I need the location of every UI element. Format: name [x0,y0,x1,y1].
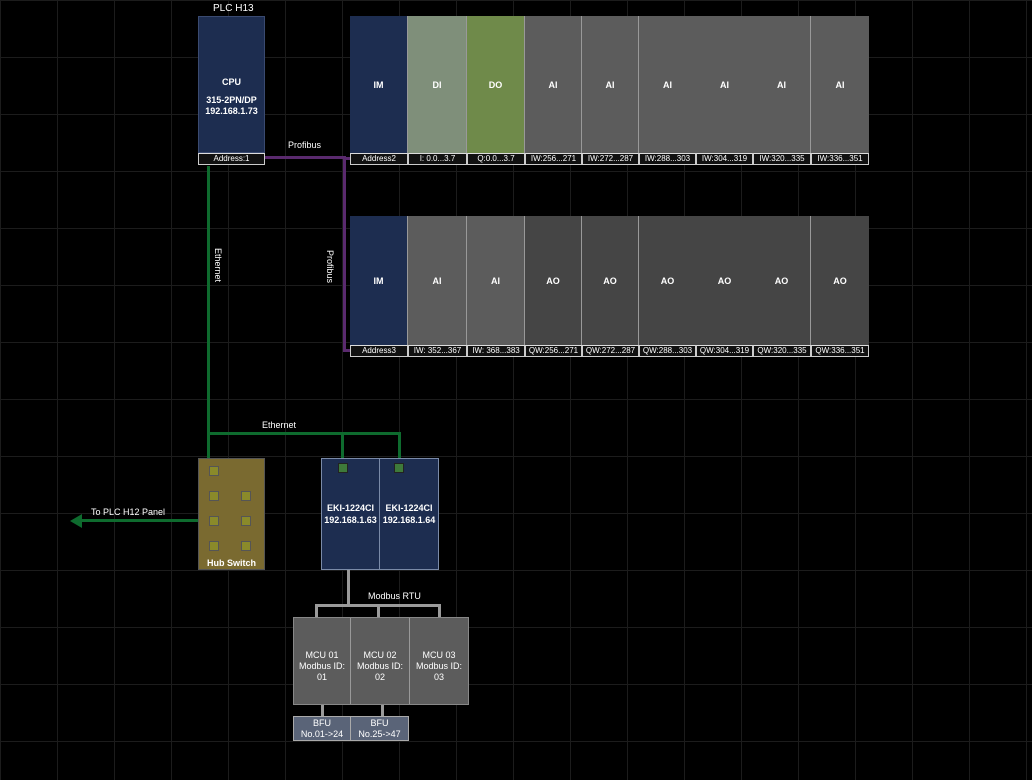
rack1-address-6: IW:304...319 [696,153,753,165]
eki1-model: EKI-1224CI [326,503,375,513]
hub-port-6[interactable] [209,541,219,551]
rack2-module-ao-3[interactable]: AO [639,216,696,345]
rack2-module-ao-1[interactable]: AO [525,216,582,345]
rack1-module-ai-3[interactable]: AI [639,16,696,153]
mcu-01[interactable]: MCU 01 Modbus ID: 01 [294,618,351,704]
rack1-address-4: IW:272...287 [582,153,639,165]
hub-switch[interactable]: Hub Switch [198,458,265,570]
rack2-module-ao-2[interactable]: AO [582,216,639,345]
ethernet-wire-v-main [207,166,210,458]
cpu-module[interactable]: CPU 315-2PN/DP 192.168.1.73 [198,16,265,153]
rack1-address-2: Q:0.0...3.7 [467,153,525,165]
eki1-ip: 192.168.1.63 [324,515,377,525]
modbus-drop-2 [377,604,380,617]
rack-2: IM AI AI AO AO AO AO AO AO [350,216,869,345]
rack2-module-im[interactable]: IM [350,216,408,345]
panel-arrow-line [80,519,198,522]
ethernet-wire-v-eki2 [398,432,401,462]
ethernet-label-bottom: Ethernet [262,420,297,430]
panel-label: To PLC H12 Panel [91,507,166,517]
profibus-wire-h3 [343,349,350,352]
cpu-address: Address:1 [198,153,265,165]
mcu2-name: MCU 02 [363,650,397,660]
eki2-ip: 192.168.1.64 [382,515,436,525]
hub-port-5[interactable] [241,516,251,526]
rack1-module-ai-5[interactable]: AI [753,16,811,153]
mcu-02[interactable]: MCU 02 Modbus ID: 02 [351,618,410,704]
rack2-module-ao-5[interactable]: AO [753,216,811,345]
rack1-address-0: Address2 [350,153,408,165]
rack1-address-7: IW:320...335 [753,153,811,165]
mcu-03[interactable]: MCU 03 Modbus ID: 03 [410,618,468,704]
profibus-label-side: Profibus [325,250,335,284]
rack2-address-8: QW:336...351 [811,345,869,357]
hub-port-1[interactable] [209,466,219,476]
rack2-module-ai-2[interactable]: AI [467,216,525,345]
rack1-module-do[interactable]: DO [467,16,525,153]
rack1-module-ai-2[interactable]: AI [582,16,639,153]
rack2-address-0: Address3 [350,345,408,357]
rack2-address-1: IW: 352...367 [408,345,467,357]
eki-module-2[interactable]: EKI-1224CI 192.168.1.64 [379,458,439,570]
rack2-address-4: QW:272...287 [582,345,639,357]
rack2-address-5: QW:288...303 [639,345,696,357]
mcu3-name: MCU 03 [422,650,456,660]
rack2-module-ao-6[interactable]: AO [811,216,869,345]
bfu1-range: No.01->24 [300,729,344,739]
hub-port-2[interactable] [209,491,219,501]
ethernet-wire-v-eki1 [341,432,344,462]
hub-port-3[interactable] [241,491,251,501]
rack1-address-1: I: 0.0...3.7 [408,153,467,165]
rack1-address-5: IW:288...303 [639,153,696,165]
rack2-module-ai-1[interactable]: AI [408,216,467,345]
rack2-address-3: QW:256...271 [525,345,582,357]
profibus-wire-v [343,156,346,352]
modbus-wire-v [347,570,350,606]
eki2-port-icon [394,463,404,473]
cpu-model: 315-2PN/DP [206,95,257,105]
mcu2-id: Modbus ID: 02 [356,661,404,682]
eki2-model: EKI-1224CI [385,503,433,513]
profibus-label-top: Profibus [288,140,322,150]
hub-port-4[interactable] [209,516,219,526]
eki-module-1[interactable]: EKI-1224CI 192.168.1.63 [321,458,380,570]
rack1-module-di[interactable]: DI [408,16,467,153]
rack1-module-ai-4[interactable]: AI [696,16,753,153]
profibus-wire-h2 [343,157,350,160]
bfu2-range: No.25->47 [358,729,401,739]
bfu-wire-1 [321,705,324,716]
plc-title: PLC H13 [213,3,254,14]
rack2-module-ao-4[interactable]: AO [696,216,753,345]
mcu1-id: Modbus ID: 01 [298,661,346,682]
bfu2-name: BFU [370,718,389,728]
rack-1: IM DI DO AI AI AI AI AI AI [350,16,869,153]
rack1-address-8: IW:336...351 [811,153,869,165]
hub-port-7[interactable] [241,541,251,551]
rack1-address-3: IW:256...271 [525,153,582,165]
mcu1-name: MCU 01 [305,650,339,660]
mcu3-id: Modbus ID: 03 [415,661,463,682]
mcu-group: MCU 01 Modbus ID: 01 MCU 02 Modbus ID: 0… [293,617,469,705]
bfu1-name: BFU [313,718,331,728]
rack2-address-7: QW:320...335 [753,345,811,357]
ethernet-wire-h-top [207,432,401,435]
cpu-ip: 192.168.1.73 [205,106,258,116]
modbus-drop-3 [438,604,441,617]
bfu-wire-2 [381,705,384,716]
cpu-label: CPU [221,77,241,87]
profibus-wire-h1 [265,156,344,159]
eki1-port-icon [338,463,348,473]
rack1-module-ai-6[interactable]: AI [811,16,869,153]
bfu-2[interactable]: BFU No.25->47 [350,716,409,741]
modbus-drop-1 [315,604,318,617]
rack1-module-ai-1[interactable]: AI [525,16,582,153]
hub-label: Hub Switch [207,558,256,568]
rack2-address-6: QW:304...319 [696,345,753,357]
rack1-module-im[interactable]: IM [350,16,408,153]
bfu-1[interactable]: BFU No.01->24 [293,716,351,741]
panel-arrow-head-icon [70,514,82,528]
rack2-address-2: IW: 368...383 [467,345,525,357]
ethernet-label-side: Ethernet [213,248,223,283]
modbus-label: Modbus RTU [368,591,421,601]
